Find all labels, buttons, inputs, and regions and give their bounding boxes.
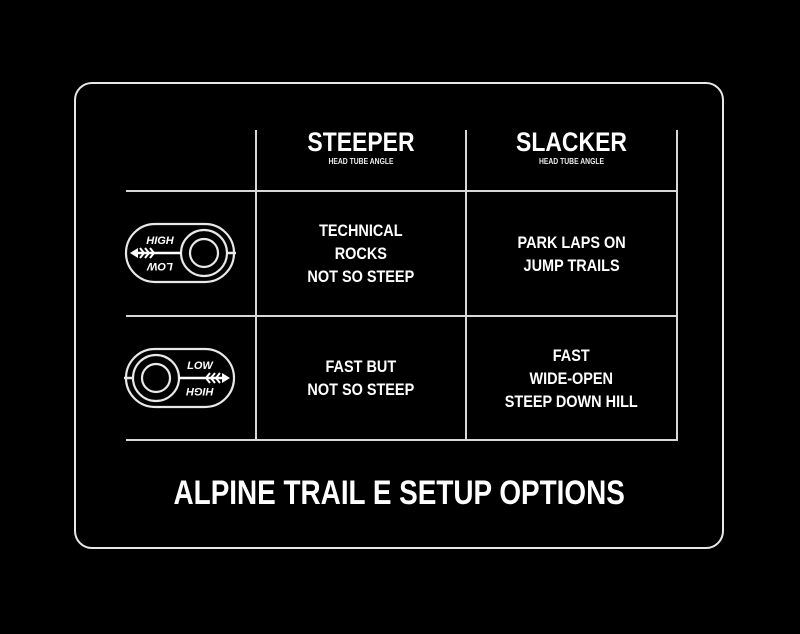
cell-low-steeper: FAST BUT NOT SO STEEP [257,317,465,439]
column-subheading: HEAD TUBE ANGLE [538,157,605,166]
grid-line [676,130,678,441]
column-heading: STEEPER [307,127,415,157]
column-subheading: HEAD TUBE ANGLE [328,157,394,166]
page-title: ALPINE TRAIL E SETUP OPTIONS [74,474,724,513]
grid-line [126,315,678,317]
svg-text:LOW: LOW [146,260,173,272]
svg-text:HIGH: HIGH [146,235,175,247]
title-text: ALPINE TRAIL E SETUP OPTIONS [173,474,625,512]
cell-text: FAST WIDE-OPEN STEEP DOWN HILL [504,345,638,411]
cell-text: FAST BUT NOT SO STEEP [307,357,415,399]
flip-chip-high-icon: HIGH LOW [124,222,236,284]
column-header-steeper: STEEPER HEAD TUBE ANGLE [257,127,465,167]
cell-text: TECHNICAL ROCKS NOT SO STEEP [307,221,415,286]
grid-line [465,130,467,441]
svg-text:LOW: LOW [187,360,214,372]
column-heading: SLACKER [516,127,627,157]
grid-line [255,130,257,441]
cell-low-slacker: FAST WIDE-OPEN STEEP DOWN HILL [467,317,676,439]
chart-frame [74,82,724,549]
column-header-slacker: SLACKER HEAD TUBE ANGLE [467,127,676,167]
flip-chip-low-icon: LOW HIGH [124,347,236,409]
cell-high-slacker: PARK LAPS ON JUMP TRAILS [467,192,676,315]
svg-text:HIGH: HIGH [185,385,214,397]
grid-line [126,190,678,192]
cell-high-steeper: TECHNICAL ROCKS NOT SO STEEP [257,192,465,315]
cell-text: PARK LAPS ON JUMP TRAILS [517,232,626,275]
grid-line [126,439,678,441]
